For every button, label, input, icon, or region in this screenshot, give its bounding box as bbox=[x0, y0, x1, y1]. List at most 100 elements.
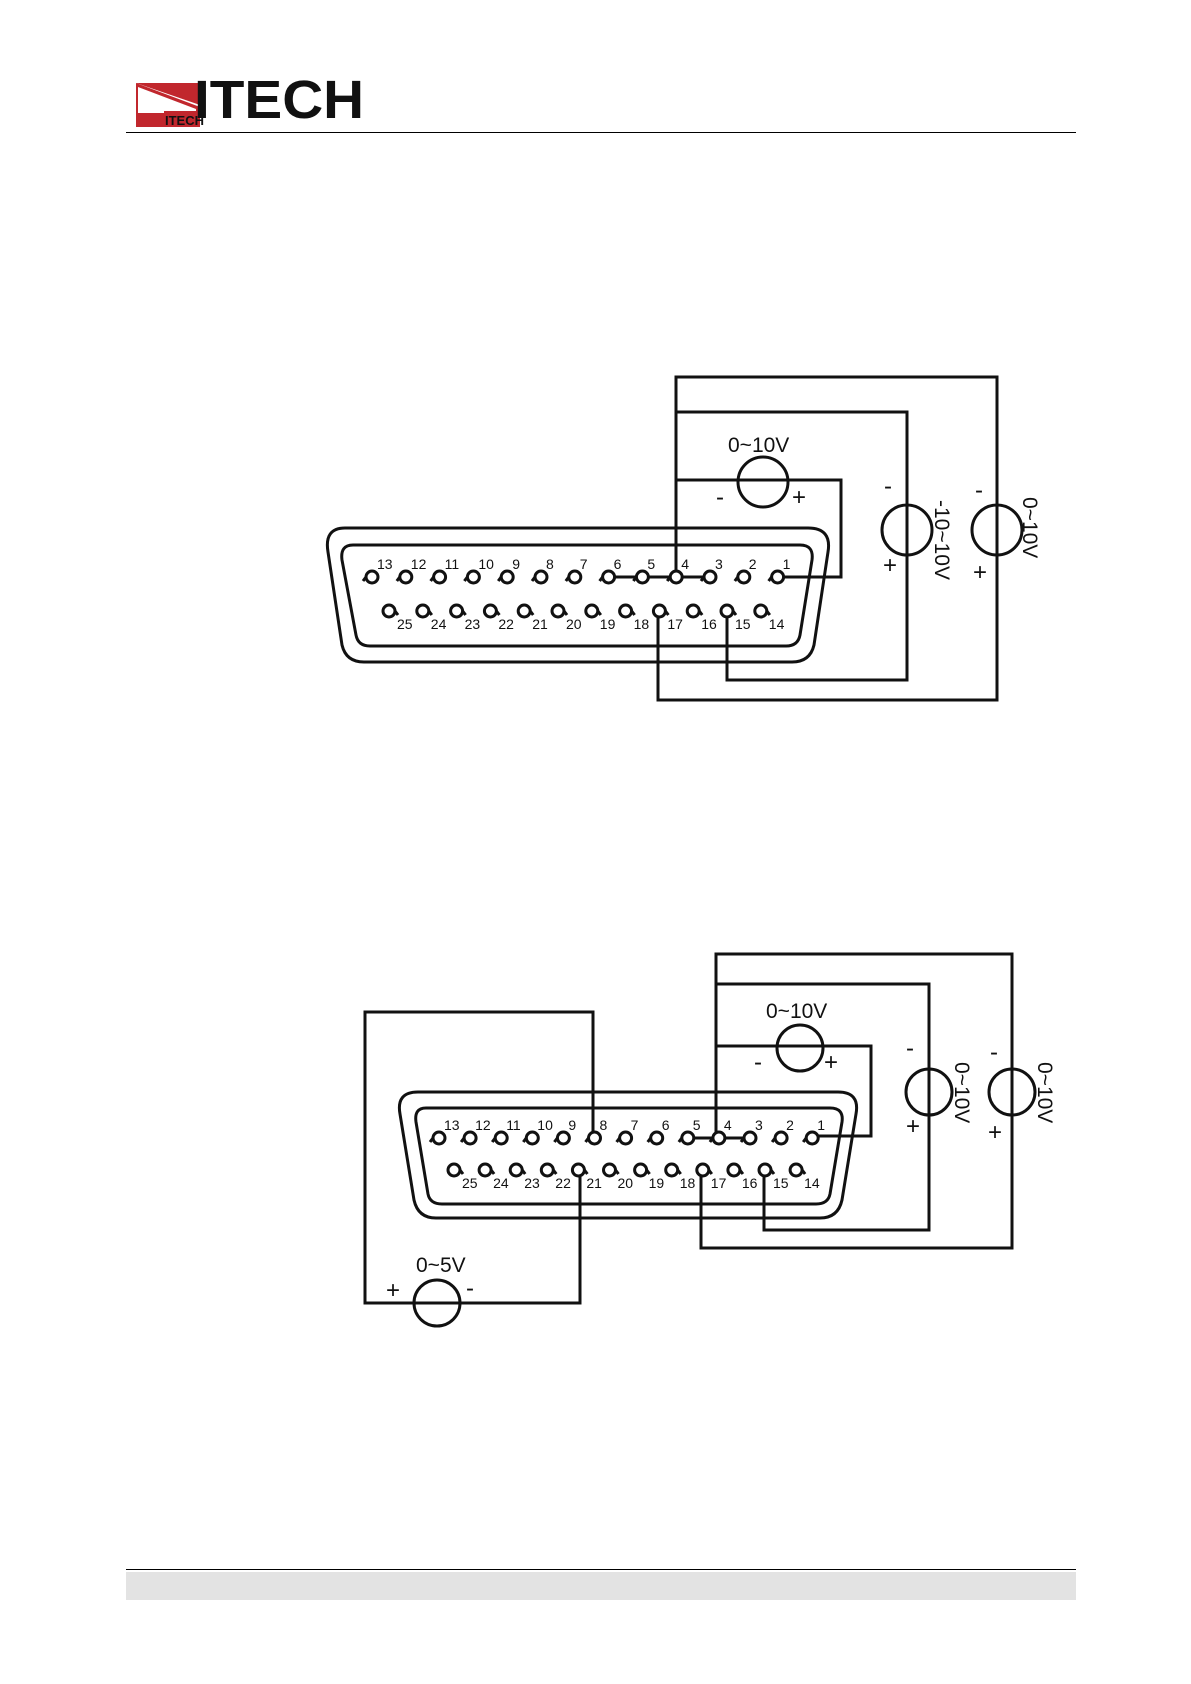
diagram1-pin-3 bbox=[704, 571, 716, 583]
diagram1-source-a-plus: + bbox=[792, 484, 806, 511]
diagram2-pin-25 bbox=[448, 1164, 460, 1176]
diagram1-pin-18 bbox=[620, 605, 632, 617]
diagram2-source-d-minus: - bbox=[466, 1275, 474, 1302]
diagram1-pin-label-16: 16 bbox=[701, 616, 717, 632]
diagram1-pin-16 bbox=[687, 605, 699, 617]
diagram2-pin-1 bbox=[806, 1132, 818, 1144]
diagram1-pin-label-9: 9 bbox=[512, 556, 520, 572]
diagram1-pin-1 bbox=[772, 571, 784, 583]
diagram2-pin-label-6: 6 bbox=[662, 1117, 670, 1133]
diagram1-pin-label-10: 10 bbox=[478, 556, 494, 572]
diagram2-pin-22 bbox=[541, 1164, 553, 1176]
diagram2-source-a-icon bbox=[777, 1025, 823, 1071]
diagram1-pin-label-17: 17 bbox=[667, 616, 683, 632]
diagram1-pin-label-25: 25 bbox=[397, 616, 413, 632]
diagram2-pin-4 bbox=[713, 1132, 725, 1144]
diagram2-source-c-plus: + bbox=[988, 1119, 1002, 1146]
diagram1-pin-label-22: 22 bbox=[498, 616, 514, 632]
diagram2-pin-24 bbox=[479, 1164, 491, 1176]
diagram1-source-b-plus: + bbox=[883, 552, 897, 579]
diagram2-pin-18 bbox=[666, 1164, 678, 1176]
diagram2-source-d-label: 0~5V bbox=[416, 1254, 466, 1277]
diagram2-pin-label-22: 22 bbox=[555, 1175, 571, 1191]
diagram1-source-c-minus: - bbox=[975, 477, 983, 504]
diagram2-pin-label-9: 9 bbox=[568, 1117, 576, 1133]
footer-band bbox=[126, 1572, 1076, 1600]
diagram1-source-b-minus: - bbox=[884, 473, 892, 500]
diagram2-pin-16 bbox=[728, 1164, 740, 1176]
diagram2-pin-label-11: 11 bbox=[506, 1117, 521, 1133]
diagram1-pin-label-21: 21 bbox=[532, 616, 548, 632]
diagram1-pin-25 bbox=[383, 605, 395, 617]
diagram1-pin-13 bbox=[366, 571, 378, 583]
diagram1-pin-label-11: 11 bbox=[445, 556, 460, 572]
diagram1-source-b-label: -10~10V bbox=[930, 500, 953, 580]
diagram2-pin-6 bbox=[651, 1132, 663, 1144]
diagram1-pin-label-20: 20 bbox=[566, 616, 582, 632]
diagram2-pin-label-5: 5 bbox=[693, 1117, 701, 1133]
diagram2-pin-label-14: 14 bbox=[804, 1175, 820, 1191]
diagram1-pin-9 bbox=[501, 571, 513, 583]
diagram1-pin-label-7: 7 bbox=[580, 556, 588, 572]
diagram2-pin-label-23: 23 bbox=[524, 1175, 540, 1191]
diagram2-pin-label-20: 20 bbox=[618, 1175, 634, 1191]
diagram1-pin-label-14: 14 bbox=[769, 616, 785, 632]
diagram2-pin-label-10: 10 bbox=[537, 1117, 553, 1133]
diagram1-pin-label-18: 18 bbox=[634, 616, 650, 632]
diagram1-pin-7 bbox=[569, 571, 581, 583]
diagram2-pin-10 bbox=[526, 1132, 538, 1144]
diagram2-pin-7 bbox=[620, 1132, 632, 1144]
diagram1-pin-20 bbox=[552, 605, 564, 617]
diagram1-pin-14 bbox=[755, 605, 767, 617]
diagram2-pin-5 bbox=[682, 1132, 694, 1144]
diagram2-pin-21 bbox=[572, 1164, 584, 1176]
diagram2-pin-3 bbox=[744, 1132, 756, 1144]
diagram2-source-d-plus: + bbox=[386, 1277, 400, 1304]
diagram1-source-a-label: 0~10V bbox=[728, 434, 789, 457]
diagram1-pin-24 bbox=[417, 605, 429, 617]
diagram1-pin-label-3: 3 bbox=[715, 556, 723, 572]
diagram1-pin-8 bbox=[535, 571, 547, 583]
diagram1-pin-label-13: 13 bbox=[377, 556, 393, 572]
diagram2-pin-label-1: 1 bbox=[817, 1117, 825, 1133]
diagram1-pin-17 bbox=[653, 605, 665, 617]
diagram1-pin-6 bbox=[603, 571, 615, 583]
diagram2-source-b-plus: + bbox=[906, 1113, 920, 1140]
diagram2-pin-label-16: 16 bbox=[742, 1175, 758, 1191]
diagram2-pin-label-25: 25 bbox=[462, 1175, 478, 1191]
diagram1-pin-label-8: 8 bbox=[546, 556, 554, 572]
diagram2-source-b-minus: - bbox=[906, 1035, 914, 1062]
diagram2-pin-label-17: 17 bbox=[711, 1175, 727, 1191]
diagram2-source-c-minus: - bbox=[990, 1039, 998, 1066]
diagram2-pin-20 bbox=[604, 1164, 616, 1176]
diagram2-pin-label-3: 3 bbox=[755, 1117, 763, 1133]
diagram1-pin-11 bbox=[434, 571, 446, 583]
diagram1-pin-label-12: 12 bbox=[411, 556, 427, 572]
diagram2-pin-9 bbox=[557, 1132, 569, 1144]
diagram1-pin-label-5: 5 bbox=[647, 556, 655, 572]
diagram2-pin-8 bbox=[589, 1132, 601, 1144]
diagram2-pin-label-24: 24 bbox=[493, 1175, 509, 1191]
diagram1-pin-12 bbox=[400, 571, 412, 583]
diagram2-pin-label-18: 18 bbox=[680, 1175, 696, 1191]
footer-divider bbox=[126, 1569, 1076, 1570]
diagram1-pin-4 bbox=[670, 571, 682, 583]
diagram2-pin-12 bbox=[464, 1132, 476, 1144]
diagram1-pin-label-2: 2 bbox=[749, 556, 757, 572]
diagram2-source-a-label: 0~10V bbox=[766, 1000, 827, 1023]
diagram1-pin-21 bbox=[518, 605, 530, 617]
diagram2-source-c-label: 0~10V bbox=[1033, 1062, 1056, 1123]
diagram2-pin-23 bbox=[510, 1164, 522, 1176]
diagram2-pin-19 bbox=[635, 1164, 647, 1176]
diagram2-pin-label-13: 13 bbox=[444, 1117, 460, 1133]
diagram2-pin-label-8: 8 bbox=[600, 1117, 608, 1133]
diagram2-pin-2 bbox=[775, 1132, 787, 1144]
diagram2-source-a-minus: - bbox=[754, 1049, 762, 1076]
diagram1-source-a-icon bbox=[738, 457, 788, 507]
diagram1-pin-label-23: 23 bbox=[465, 616, 481, 632]
diagram2-pin-11 bbox=[495, 1132, 507, 1144]
diagram1-pin-5 bbox=[636, 571, 648, 583]
diagram1-pin-label-15: 15 bbox=[735, 616, 751, 632]
